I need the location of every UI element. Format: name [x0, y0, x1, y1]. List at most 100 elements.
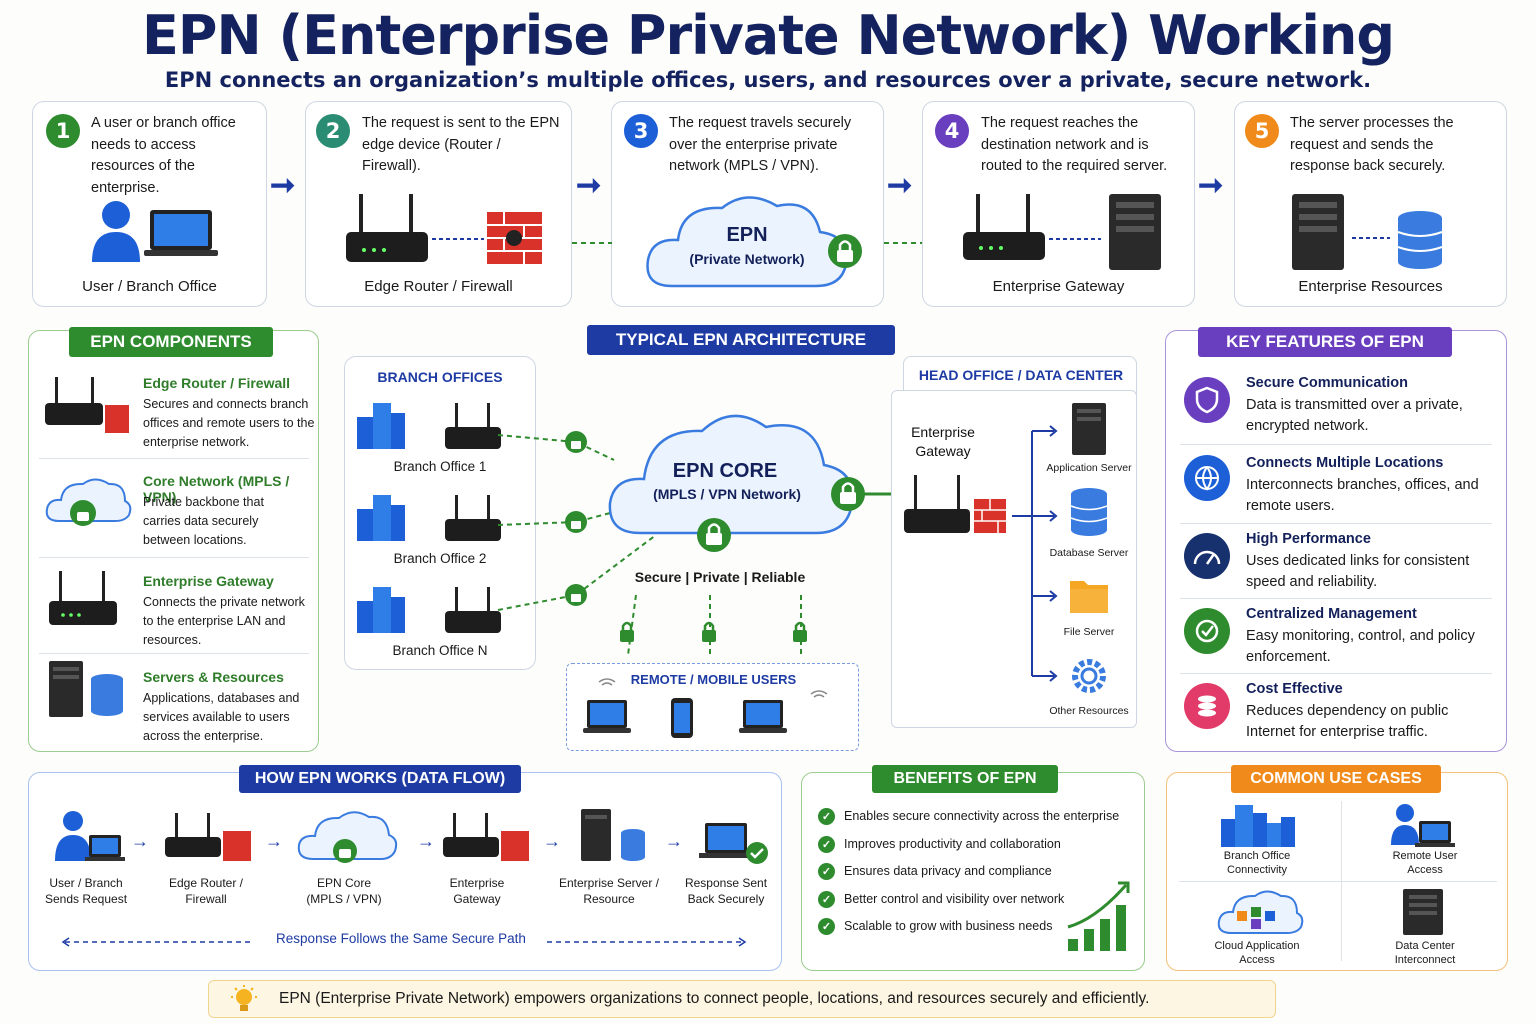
server-label: Other Resources: [1049, 705, 1129, 717]
remote-users-panel: REMOTE / MOBILE USERS: [566, 663, 859, 751]
component-text: Applications, databases and services ava…: [143, 691, 300, 743]
wifi-icon: [598, 678, 828, 698]
cloud-apps-icon: [1217, 890, 1304, 934]
feature-text: Uses dedicated links for consistent spee…: [1246, 553, 1470, 590]
cloud-lock-icon: [297, 811, 398, 863]
architecture-heading: TYPICAL EPN ARCHITECTURE: [587, 325, 895, 355]
server-label: File Server: [1063, 626, 1115, 638]
flow-step-label: EPN Core(MPLS / VPN): [306, 876, 382, 906]
arrow-right-icon: ➞: [270, 169, 296, 202]
firewall-icon: [974, 499, 1006, 533]
step-text: The request reaches the destination netw…: [981, 115, 1168, 174]
page-title: EPN (Enterprise Private Network) Working: [141, 4, 1395, 67]
server-label: Database Server: [1049, 547, 1129, 559]
data-flow-icons: → → → → →: [55, 809, 768, 864]
step-text: A user or branch office needs to access …: [91, 115, 236, 196]
step-number: 3: [624, 114, 658, 148]
server-label: Application Server: [1046, 462, 1132, 474]
speedometer-icon: [1184, 533, 1230, 579]
router-icon: [445, 403, 501, 633]
database-icon: [1070, 488, 1108, 536]
core-title: EPN CORE: [672, 460, 778, 482]
cloud-subtitle: (Private Network): [689, 251, 805, 267]
component-title: Edge Router / Firewall: [143, 375, 291, 391]
check-icon: ✓: [818, 808, 835, 825]
branch-label: Branch Office N: [392, 643, 488, 658]
check-icon: ✓: [818, 836, 835, 853]
svg-text:→: →: [665, 831, 683, 851]
arrow-right-icon: ➞: [1198, 169, 1224, 202]
branch-label: Branch Office 2: [393, 551, 487, 566]
gateway-server-icon: [963, 194, 1161, 270]
dashed-link: [572, 242, 612, 244]
divider: [39, 557, 309, 558]
server-icon: [1072, 403, 1106, 455]
user-laptop-icon: [92, 201, 218, 262]
svg-text:→: →: [265, 831, 283, 851]
growth-chart-icon: [1067, 881, 1130, 951]
branch-label: Branch Office 1: [393, 459, 487, 474]
cloud-lock-icon: [45, 478, 132, 526]
divider: [1180, 523, 1492, 524]
step-text: The request is sent to the EPN edge devi…: [362, 115, 560, 174]
step-label: Edge Router / Firewall: [364, 278, 513, 295]
component-text: Secures and connects branch offices and …: [143, 397, 315, 449]
branch-offices-panel: BRANCH OFFICES Branch Office 1 Branch Of…: [344, 356, 536, 670]
svg-text:→: →: [543, 831, 561, 851]
lightbulb-icon: [231, 985, 257, 1011]
component-text: Connects the private network to the ente…: [143, 595, 305, 647]
benefit-item: Scalable to grow with business needs: [844, 919, 1053, 933]
user-laptop-icon: [55, 811, 125, 861]
remote-devices: [583, 678, 828, 738]
divider: [39, 458, 309, 459]
folder-icon: [1070, 581, 1108, 613]
hq-heading: HEAD OFFICE / DATA CENTER: [918, 367, 1124, 383]
benefits-heading: BENEFITS OF EPN: [872, 765, 1058, 793]
return-path-arrows: [61, 937, 747, 947]
step-box-5: 5 The server processes the request and s…: [1234, 101, 1507, 307]
divider: [1179, 881, 1497, 882]
component-title: Core Network (MPLS / VPN): [143, 473, 290, 505]
cloud-title: EPN: [726, 224, 768, 246]
user-laptop-icon: [1391, 804, 1455, 847]
step-text: The server processes the request and sen…: [1290, 115, 1454, 174]
arrow-right-icon: ➞: [576, 169, 602, 202]
feature-text: Easy monitoring, control, and policy enf…: [1246, 628, 1475, 665]
component-title: Servers & Resources: [143, 669, 284, 685]
laptop-icon: [739, 700, 787, 733]
feature-text: Reduces dependency on public Internet fo…: [1246, 703, 1449, 740]
divider: [39, 653, 309, 654]
step-number: 1: [46, 114, 80, 148]
hq-tab: HEAD OFFICE / DATA CENTER: [903, 356, 1137, 396]
features-panel: KEY FEATURES OF EPN Secure Communication…: [1165, 327, 1507, 752]
branch-heading: BRANCH OFFICES: [377, 369, 503, 385]
component-title: Enterprise Gateway: [143, 573, 274, 589]
components-panel: EPN COMPONENTS Edge Router / Firewall Se…: [28, 327, 319, 752]
phone-icon: [671, 698, 693, 738]
hq-diagram: [904, 403, 1108, 693]
feature-text: Data is transmitted over a private, encr…: [1246, 397, 1463, 434]
step-label: Enterprise Gateway: [992, 278, 1125, 295]
divider: [1180, 444, 1492, 445]
features-heading: KEY FEATURES OF EPN: [1198, 327, 1452, 357]
check-icon: ✓: [818, 891, 835, 908]
core-links: [497, 431, 902, 656]
benefit-item: Improves productivity and collaboration: [844, 837, 1061, 851]
core-subtitle: (MPLS / VPN Network): [653, 486, 801, 502]
lock-icons: [620, 621, 807, 642]
component-text: Private backbone that carries data secur…: [143, 495, 264, 547]
benefits-panel: BENEFITS OF EPN ✓ Enables secure connect…: [801, 765, 1145, 971]
check-icon: ✓: [818, 918, 835, 935]
benefit-item: Ensures data privacy and compliance: [844, 864, 1052, 878]
buildings-icon: [357, 403, 405, 633]
core-caption: Secure | Private | Reliable: [634, 569, 806, 585]
step-label: User / Branch Office: [82, 278, 217, 295]
server-database-icon: [1292, 194, 1443, 270]
data-flow-panel: HOW EPN WORKS (DATA FLOW) → → → → → User…: [28, 765, 782, 971]
data-flow-heading: HOW EPN WORKS (DATA FLOW): [239, 765, 521, 793]
arrow-right-icon: ➞: [887, 169, 913, 202]
